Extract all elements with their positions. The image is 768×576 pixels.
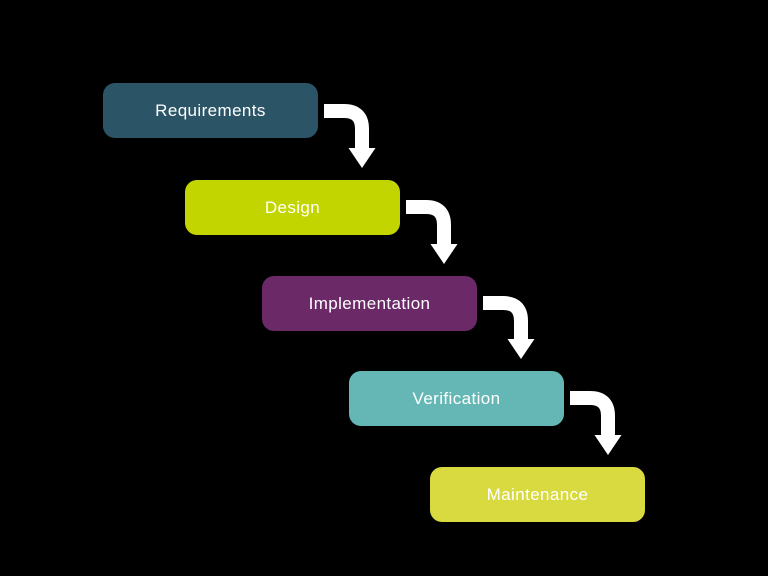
step-label-maintenance: Maintenance: [486, 484, 589, 504]
arrow-down-icon: [430, 244, 458, 264]
step-box-design: Design: [185, 180, 400, 235]
arrow-down-icon: [594, 435, 622, 455]
step-label-verification: Verification: [412, 388, 501, 408]
arrow-shaft: [570, 391, 615, 437]
step-box-verification: Verification: [349, 371, 564, 426]
step-label-implementation: Implementation: [308, 293, 431, 313]
step-box-maintenance: Maintenance: [430, 467, 645, 522]
arrow-implementation-to-verification: [483, 296, 535, 359]
step-label-requirements: Requirements: [155, 100, 266, 120]
arrow-shaft: [324, 104, 369, 150]
step-label-design: Design: [264, 197, 321, 217]
arrow-requirements-to-design: [324, 104, 376, 168]
step-box-implementation: Implementation: [262, 276, 477, 331]
arrow-design-to-implementation: [406, 200, 458, 264]
arrow-shaft: [406, 200, 451, 246]
arrow-verification-to-maintenance: [570, 391, 622, 455]
arrow-down-icon: [507, 339, 535, 359]
arrow-shaft: [483, 296, 528, 341]
step-box-requirements: Requirements: [103, 83, 318, 138]
arrow-down-icon: [348, 148, 376, 168]
